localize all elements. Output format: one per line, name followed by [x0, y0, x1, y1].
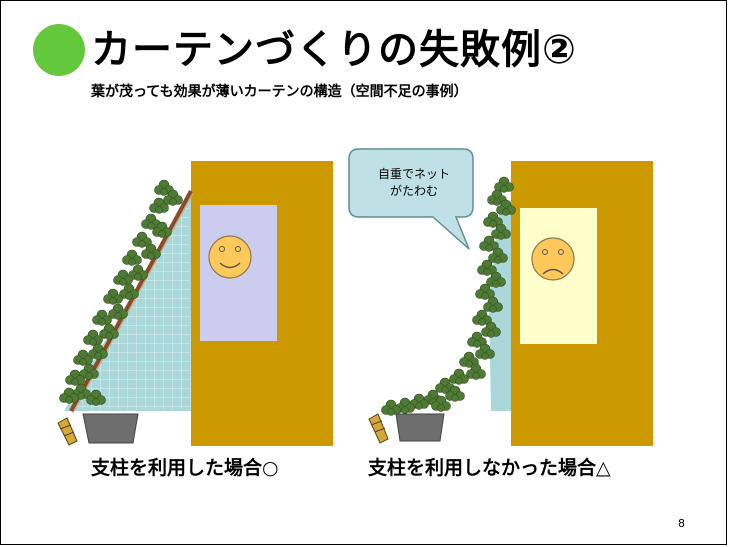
- frown-face-icon: [531, 237, 575, 281]
- page-number: 8: [678, 517, 685, 530]
- left-scene: [57, 161, 333, 446]
- right-scene: [348, 148, 653, 446]
- caption-with-pole: 支柱を利用した場合○: [91, 457, 279, 479]
- speech-bubble: [348, 148, 474, 250]
- plant-pot: [82, 413, 139, 444]
- plant-pot: [395, 413, 445, 442]
- title-bullet-icon: [33, 24, 85, 76]
- slide-subtitle: 葉が茂っても効果が薄いカーテンの構造（空間不足の事例）: [91, 84, 468, 100]
- caption-without-pole: 支柱を利用しなかった場合△: [368, 457, 611, 479]
- garden-tool-icon: [57, 417, 78, 446]
- slide-title: カーテンづくりの失敗例②: [91, 27, 577, 73]
- speech-bubble-text: 自重でネット がたわむ: [377, 167, 450, 198]
- smile-face-icon: [208, 235, 252, 279]
- garden-tool-icon: [368, 413, 389, 444]
